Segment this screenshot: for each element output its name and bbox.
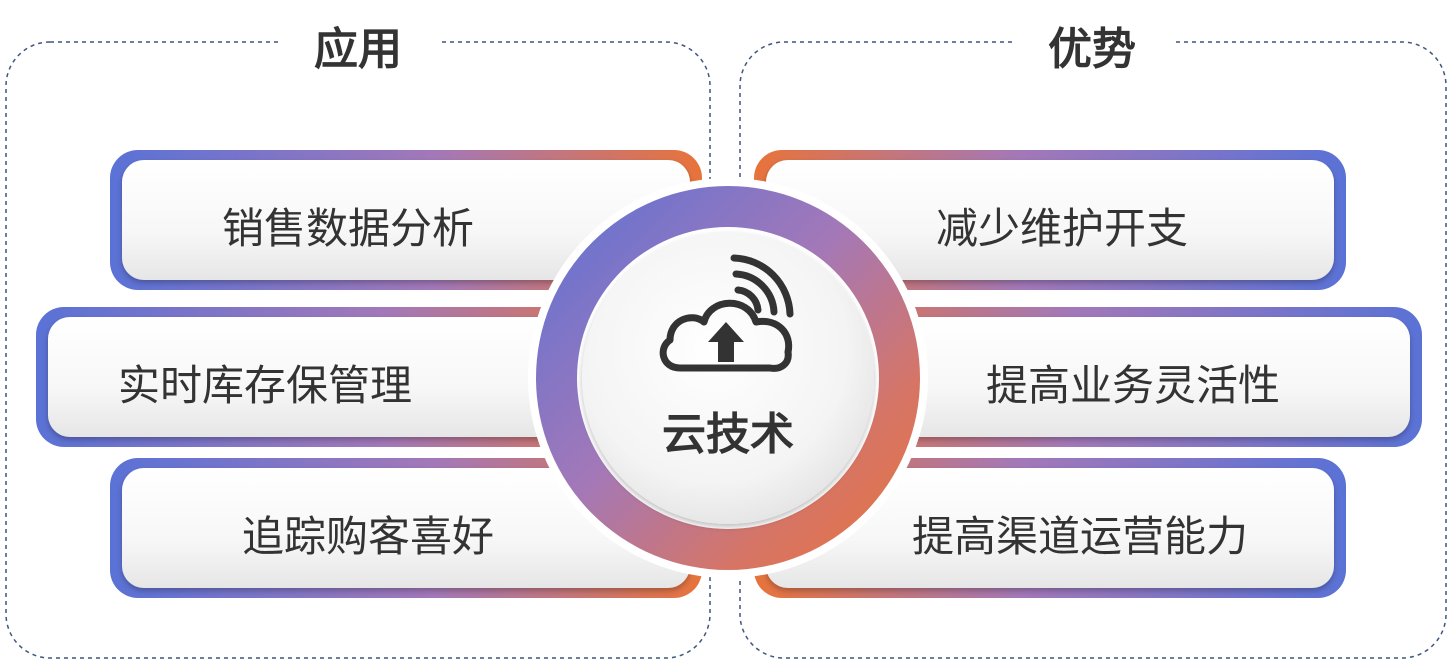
advantage-label-3: 提高渠道运营能力 — [912, 512, 1249, 561]
advantage-label-2: 提高业务灵活性 — [986, 361, 1281, 410]
application-pill-1 — [110, 150, 702, 290]
center-label: 云技术 — [662, 409, 794, 460]
cloud-upload-signal-icon — [659, 254, 794, 372]
advantage-pill-1 — [754, 150, 1346, 290]
advantage-pill-3 — [754, 458, 1346, 598]
applications-title: 应用 — [278, 20, 438, 80]
upload-arrow-icon — [708, 322, 744, 362]
advantage-label-1: 减少维护开支 — [936, 204, 1189, 253]
application-label-1: 销售数据分析 — [222, 204, 475, 253]
application-label-2: 实时库存保管理 — [118, 361, 413, 410]
application-pill-3 — [110, 458, 702, 598]
advantages-title: 优势 — [1012, 20, 1172, 80]
center-hub — [528, 178, 928, 578]
application-label-3: 追踪购客喜好 — [242, 512, 495, 561]
application-pill-2 — [36, 307, 676, 447]
advantage-pill-2 — [780, 307, 1422, 447]
